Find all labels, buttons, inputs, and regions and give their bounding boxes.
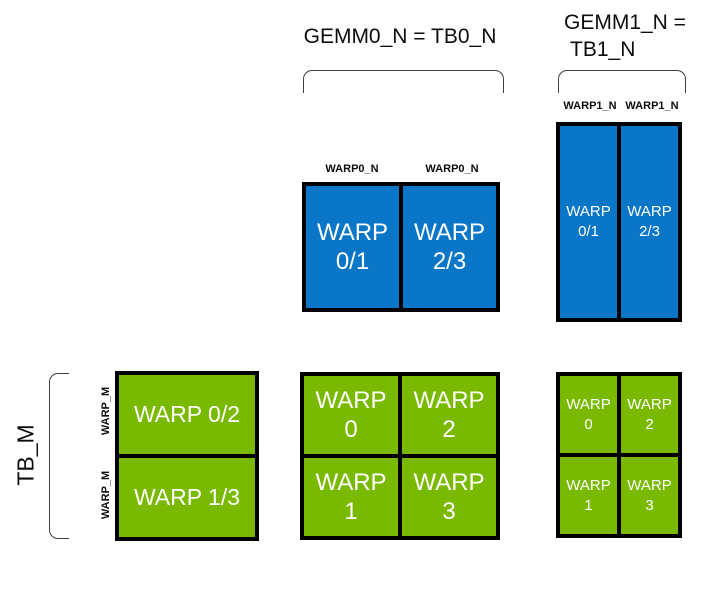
gemm1-green-tile-warp2: WARP 2 — [621, 376, 678, 453]
gemm1-blue-tile-warp23: WARP 2/3 — [621, 126, 678, 318]
gemm1-green-tile-grid: WARP 0 WARP 2 WARP 1 WARP 3 — [556, 372, 682, 538]
gemm0-n-header: GEMM0_N = TB0_N — [303, 25, 497, 48]
gemm0-blue-tile-grid: WARP 0/1 WARP 2/3 — [302, 182, 500, 312]
warp1-n-label-right: WARP1_N — [625, 100, 679, 112]
gemm1-blue-tile-warp01: WARP 0/1 — [560, 126, 617, 318]
gemm0-blue-tile-warp01: WARP 0/1 — [306, 186, 399, 308]
gemm1-blue-tile-grid: WARP 0/1 WARP 2/3 — [556, 122, 682, 322]
warp1-n-label-left: WARP1_N — [563, 100, 617, 112]
warp-m-label-bottom: WARP_M — [100, 470, 112, 520]
gemm1-n-header: GEMM1_N = TB1_N — [564, 9, 686, 63]
tb-m-label: TB_M — [12, 424, 39, 486]
gemm0-green-tile-warp2: WARP 2 — [402, 376, 496, 454]
gemm0-green-tile-warp0: WARP 0 — [304, 376, 398, 454]
gemm0-green-tile-warp1: WARP 1 — [304, 458, 398, 536]
left-green-tile-warp13: WARP 1/3 — [119, 458, 255, 537]
warp0-n-label-right: WARP0_N — [425, 163, 479, 175]
gemm0-n-span-bracket — [303, 70, 504, 93]
left-green-tile-stack: WARP 0/2 WARP 1/3 — [115, 371, 259, 541]
gemm1-n-header-line1: GEMM1_N = — [564, 11, 686, 34]
gemm0-green-tile-grid: WARP 0 WARP 2 WARP 1 WARP 3 — [300, 372, 500, 540]
gemm0-blue-tile-warp23: WARP 2/3 — [403, 186, 496, 308]
left-green-tile-warp02: WARP 0/2 — [119, 375, 255, 454]
gemm1-green-tile-warp0: WARP 0 — [560, 376, 617, 453]
gemm1-green-tile-warp3: WARP 3 — [621, 457, 678, 534]
gemm0-green-tile-warp3: WARP 3 — [402, 458, 496, 536]
warp-m-label-top: WARP_M — [100, 386, 112, 436]
tb-m-span-bracket — [49, 373, 69, 539]
gemm1-n-header-line2: TB1_N — [570, 38, 636, 61]
gemm1-n-span-bracket — [558, 70, 686, 93]
warp0-n-label-left: WARP0_N — [325, 163, 379, 175]
gemm1-green-tile-warp1: WARP 1 — [560, 457, 617, 534]
